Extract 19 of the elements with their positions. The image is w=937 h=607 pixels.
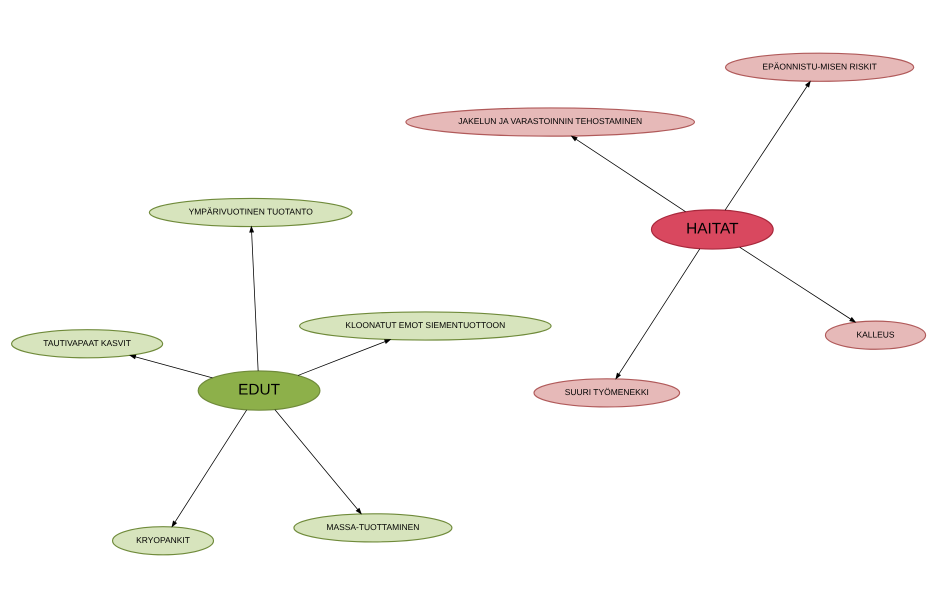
node-ellipse: KRYOPANKIT	[112, 526, 214, 555]
arrow	[724, 80, 811, 210]
node-ellipse: HAITAT	[650, 208, 774, 250]
node-ellipse: YMPÄRIVUOTINEN TUOTANTO	[148, 197, 353, 227]
node-ellipse: EPÄONNISTU-MISEN RISKIT	[724, 52, 914, 82]
arrow	[249, 225, 259, 371]
node-ellipse: MASSA-TUOTTAMINEN	[293, 512, 452, 542]
node-ellipse: KALLEUS	[824, 320, 926, 350]
arrow	[615, 248, 700, 380]
node-ellipse: EDUT	[198, 370, 320, 410]
node-ellipse: JAKELUN JA VARASTOINNIN TEHOSTAMINEN	[405, 106, 696, 136]
arrow	[570, 135, 686, 212]
arrow	[274, 408, 362, 514]
arrow	[171, 409, 248, 528]
arrow	[298, 338, 392, 376]
arrow	[129, 354, 213, 378]
node-ellipse: SUURI TYÖMENEKKI	[533, 378, 680, 407]
arrow	[739, 246, 856, 322]
node-ellipse: KLOONATUT EMOT SIEMENTUOTTOON	[299, 310, 552, 340]
